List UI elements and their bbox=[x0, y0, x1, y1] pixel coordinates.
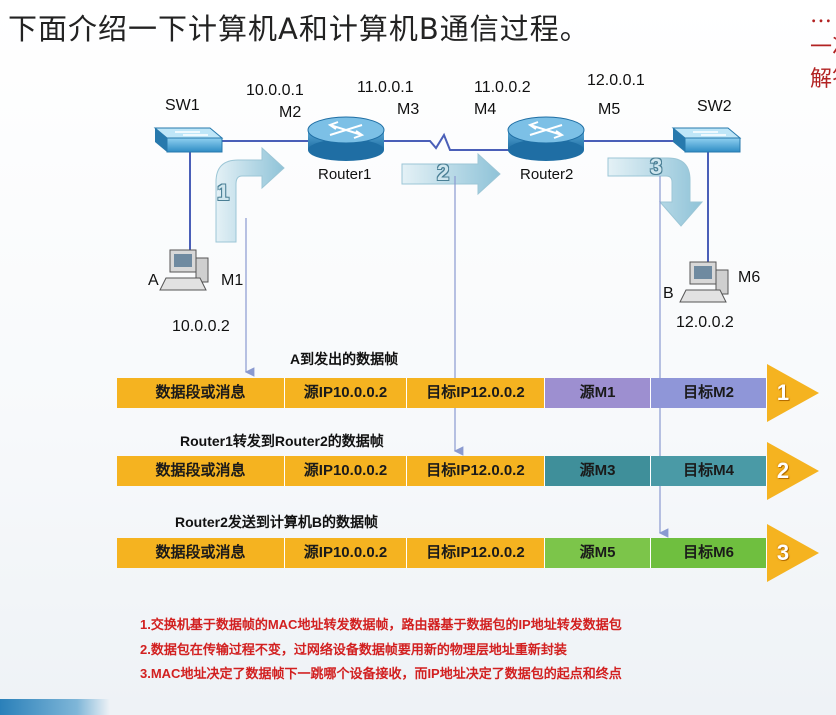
router1-icon bbox=[307, 116, 385, 161]
frame-2-arrow-head bbox=[767, 442, 819, 500]
router2-right-mac: M5 bbox=[598, 101, 621, 118]
frame-1-src-mac-cell: 源M1 bbox=[545, 378, 651, 408]
frame-3-data-cell: 数据段或消息 bbox=[117, 538, 285, 568]
bottom-accent-bar bbox=[0, 699, 110, 715]
frame-1-data-cell: 数据段或消息 bbox=[117, 378, 285, 408]
frame-1-dst-ip-cell: 目标IP12.0.0.2 bbox=[407, 378, 545, 408]
router1-right-ip: 11.0.0.1 bbox=[357, 79, 414, 96]
router2-icon bbox=[507, 116, 585, 161]
notes: 1.交换机基于数据帧的MAC地址转发数据帧，路由器基于数据包的IP地址转发数据包… bbox=[140, 613, 622, 687]
router2-left-mac: M4 bbox=[474, 101, 497, 118]
note-1: 1.交换机基于数据帧的MAC地址转发数据帧，路由器基于数据包的IP地址转发数据包 bbox=[140, 617, 622, 632]
frame-1-title: A到发出的数据帧 bbox=[290, 351, 399, 367]
frame-3-src-ip-cell: 源IP10.0.0.2 bbox=[285, 538, 407, 568]
step-2-arrow bbox=[401, 152, 501, 196]
router1-label: Router1 bbox=[318, 166, 372, 183]
slide-heading: 下面介绍一下计算机A和计算机B通信过程。 bbox=[8, 12, 590, 46]
frame-3-arrow-head bbox=[767, 524, 819, 582]
step-3-number: 3 bbox=[650, 154, 663, 179]
frame-2-title: Router1转发到Router2的数据帧 bbox=[180, 433, 384, 449]
frame-3-dst-mac-cell: 目标M6 bbox=[651, 538, 767, 568]
frame-2-data-cell: 数据段或消息 bbox=[117, 456, 285, 486]
corner-line-3: 解答学 bbox=[809, 67, 836, 92]
sw1-label: SW1 bbox=[165, 97, 200, 114]
link-router1-router2 bbox=[382, 132, 510, 151]
frame-3-title: Router2发送到计算机B的数据帧 bbox=[175, 514, 379, 530]
frame-1-src-ip-cell: 源IP10.0.0.2 bbox=[285, 378, 407, 408]
host-b-mac: M6 bbox=[738, 269, 761, 286]
router2-left-ip: 11.0.0.2 bbox=[474, 79, 531, 96]
host-a-mac: M1 bbox=[221, 272, 244, 289]
frame-1: 数据段或消息 源IP10.0.0.2 目标IP12.0.0.2 源M1 目标M2… bbox=[117, 364, 819, 422]
frame-3-number: 3 bbox=[776, 540, 790, 565]
step-3-arrow bbox=[607, 157, 704, 227]
host-b-name: B bbox=[663, 285, 674, 302]
note-3: 3.MAC地址决定了数据帧下一跳哪个设备接收，而IP地址决定了数据包的起点和终点 bbox=[140, 666, 622, 681]
host-b-ip: 12.0.0.2 bbox=[676, 314, 734, 331]
step-2-number: 2 bbox=[437, 160, 450, 185]
frame-2-dst-ip-cell: 目标IP12.0.0.2 bbox=[407, 456, 545, 486]
switch-sw1-icon bbox=[153, 127, 224, 153]
step-1-arrow bbox=[215, 146, 285, 243]
corner-line-2: 一次学 bbox=[809, 35, 836, 60]
frame-3: 数据段或消息 源IP10.0.0.2 目标IP12.0.0.2 源M5 目标M6… bbox=[117, 524, 819, 582]
frame-1-dst-mac-cell: 目标M2 bbox=[651, 378, 767, 408]
router2-label: Router2 bbox=[520, 166, 574, 183]
switch-sw2-icon bbox=[671, 127, 742, 153]
frame-2-dst-mac-cell: 目标M4 bbox=[651, 456, 767, 486]
step-1-number: 1 bbox=[217, 180, 230, 205]
frame-2-number: 2 bbox=[776, 458, 790, 483]
frame-2-src-mac-cell: 源M3 bbox=[545, 456, 651, 486]
frame-2: 数据段或消息 源IP10.0.0.2 目标IP12.0.0.2 源M3 目标M4… bbox=[117, 442, 819, 500]
host-a-name: A bbox=[148, 272, 159, 289]
router1-left-mac: M2 bbox=[279, 104, 302, 121]
host-b-computer-icon bbox=[679, 261, 729, 303]
frame-1-number: 1 bbox=[776, 380, 790, 405]
corner-red-text: … 一次学 解答学 bbox=[810, 0, 836, 96]
note-2: 2.数据包在传输过程不变，过网络设备数据帧要用新的物理层地址重新封装 bbox=[140, 641, 567, 657]
corner-line-1: … bbox=[809, 3, 832, 28]
router1-left-ip: 10.0.0.1 bbox=[246, 82, 304, 99]
frame-1-arrow-head bbox=[767, 364, 819, 422]
host-a-ip: 10.0.0.2 bbox=[172, 318, 230, 335]
router2-right-ip: 12.0.0.1 bbox=[587, 72, 645, 89]
frame-3-dst-ip-cell: 目标IP12.0.0.2 bbox=[407, 538, 545, 568]
host-a-computer-icon bbox=[159, 249, 209, 291]
sw2-label: SW2 bbox=[697, 98, 732, 115]
frame-3-src-mac-cell: 源M5 bbox=[545, 538, 651, 568]
frame-2-src-ip-cell: 源IP10.0.0.2 bbox=[285, 456, 407, 486]
router1-right-mac: M3 bbox=[397, 101, 420, 118]
